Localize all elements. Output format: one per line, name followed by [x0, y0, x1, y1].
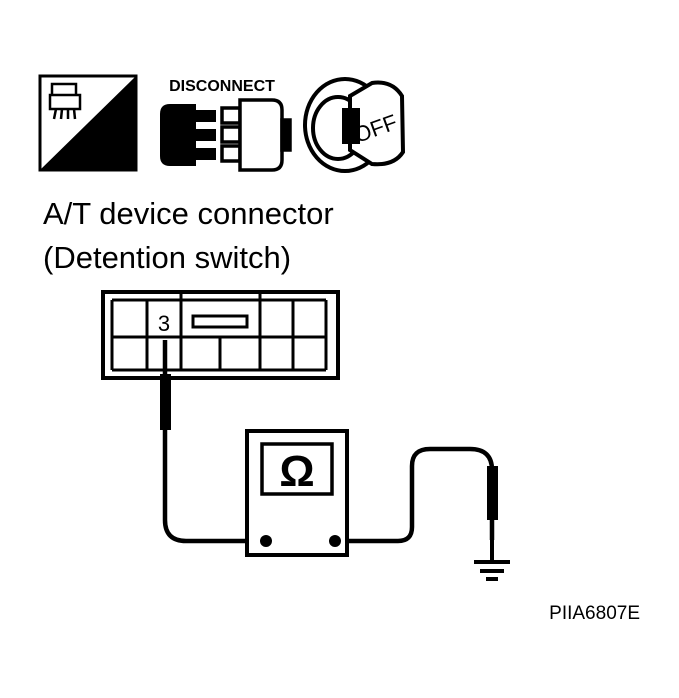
- connector-title: A/T device connector: [43, 196, 334, 231]
- disconnect-label: DISCONNECT: [169, 78, 275, 95]
- ohm-symbol: Ω: [279, 447, 314, 496]
- ignition-off-icon: OFF: [303, 77, 406, 173]
- connector-pictogram: [48, 82, 82, 120]
- harness-side-icon: H.S.: [38, 74, 138, 172]
- connector-plug-right: [220, 98, 292, 172]
- probe-lead-wire: [162, 340, 266, 544]
- connector-probe: [160, 374, 171, 430]
- connector-subtitle: (Detention switch): [43, 240, 291, 275]
- meter-terminal-left: [260, 535, 272, 547]
- figure-code: PIIA6807E: [549, 603, 640, 624]
- disconnect-icon: DISCONNECT: [160, 78, 292, 172]
- ohmmeter: Ω: [245, 429, 349, 557]
- harness-side-label: H.S.: [82, 141, 127, 167]
- terminal-3-label: 3: [158, 311, 170, 336]
- connector-face: [101, 290, 340, 380]
- ground-symbol: [474, 540, 510, 581]
- meter-terminal-right: [329, 535, 341, 547]
- connector-plug-left: [160, 104, 216, 166]
- ground-probe: [487, 466, 498, 520]
- ground-lead-wire: [335, 446, 495, 544]
